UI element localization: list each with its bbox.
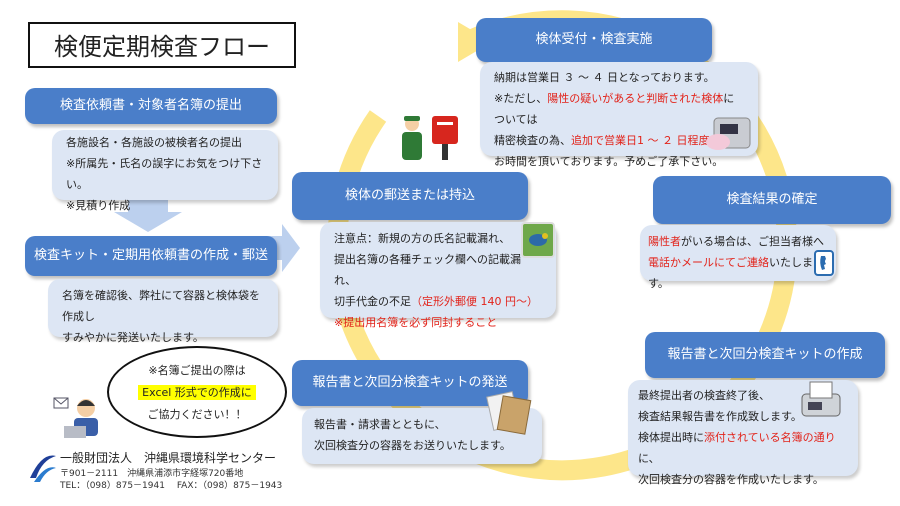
organization-name: 一般財団法人 沖縄県環境科学センター bbox=[60, 451, 277, 465]
step-request-header: 検査依頼書・対象者名簿の提出 bbox=[25, 88, 277, 124]
arrow-down-request bbox=[114, 198, 182, 232]
step-reception-line: お時間を頂いております。予めご了承下さい。 bbox=[494, 155, 724, 168]
office-worker-icon bbox=[53, 397, 98, 438]
step-mail-line3-b: （定形外郵便 140 円～） bbox=[411, 295, 538, 308]
step-reception-header: 検体受付・検査実施 bbox=[476, 18, 712, 62]
step-report-make-header: 報告書と次回分検査キットの作成 bbox=[645, 332, 885, 378]
organization-contact: TEL：（098）875－1941 FAX：（098）875－1943 bbox=[60, 481, 283, 491]
step-kit-header: 検査キット・定期用依頼書の作成・郵送 bbox=[25, 236, 277, 276]
step-mail-line: ※提出用名簿を必ず同封すること bbox=[334, 316, 498, 329]
step-confirm-line: 電話かメールにてご連絡いたします。 bbox=[648, 252, 828, 294]
bird-photo-icon bbox=[521, 222, 555, 258]
step-report-make-line3-b: 添付されている名簿の通り bbox=[704, 431, 836, 444]
step-reception-line: 精密検査の為、追加で営業日1 ～ ２ 日程度 bbox=[494, 130, 744, 151]
excel-note-bubble: ※名簿ご提出の際は Excel 形式での作成に ご協力ください！！ bbox=[107, 346, 287, 438]
step-mail-line: 提出名簿の各種チェック欄への記載漏れ、 bbox=[334, 253, 521, 287]
step-confirm-line2-a: 電話かメールにてご連絡 bbox=[648, 256, 769, 269]
step-request-line: ※所属先・氏名の誤字にお気をつけ下さい。 bbox=[66, 157, 263, 191]
organization-address: 〒901－2111 沖縄県浦添市字経塚720番地 bbox=[60, 469, 244, 479]
step-reception-line3-b: 追加で営業日1 ～ ２ 日程度 bbox=[571, 134, 710, 147]
bubble-line: Excel 形式での作成に bbox=[109, 384, 285, 400]
step-request-card: 各施設名・各施設の被検者名の提出 ※所属先・氏名の誤字にお気をつけ下さい。 ※見… bbox=[52, 130, 278, 212]
step-report-make-line: 検体提出時に添付されている名簿の通りに、 bbox=[638, 427, 848, 469]
fax-icon bbox=[801, 381, 841, 417]
step-reception-line: 納期は営業日 ３ ～ ４ 日となっております。 bbox=[494, 71, 715, 84]
bubble-line: ※名簿ご提出の際は bbox=[148, 364, 246, 377]
step-reception-line2-b: 陽性の疑いがあると判断された検体 bbox=[547, 92, 724, 105]
step-confirm-card: 陽性者がいる場合は、ご担当者様へ 電話かメールにてご連絡いたします。 bbox=[640, 225, 836, 290]
bubble-line: ご協力ください！！ bbox=[147, 408, 247, 421]
step-request-line: ※見積り作成 bbox=[66, 199, 131, 212]
cycle-arrowhead bbox=[458, 22, 492, 62]
step-reception-line: ※ただし、陽性の疑いがあると判断された検体については bbox=[494, 88, 744, 130]
step-report-send-line: 次回検査分の容器をお送りいたします。 bbox=[314, 439, 511, 452]
counting-machine-icon bbox=[706, 117, 751, 150]
envelope-icon bbox=[486, 391, 532, 435]
step-reception-line2-c: については bbox=[494, 92, 735, 126]
step-report-make-line3-a: 検体提出時に bbox=[638, 431, 704, 444]
step-report-make-line3-c: に、 bbox=[638, 452, 660, 465]
step-mail-line: 注意点：新規の方の氏名記載漏れ、 bbox=[334, 232, 511, 245]
step-confirm-line2-b: いたします。 bbox=[648, 256, 813, 290]
step-report-send-card: 報告書・請求書とともに、 次回検査分の容器をお送りいたします。 bbox=[302, 408, 542, 464]
step-mail-header: 検体の郵送または持込 bbox=[292, 172, 528, 220]
step-kit-line: 名簿を確認後、弊社にて容器と検体袋を作成し bbox=[62, 289, 260, 323]
step-kit-line: すみやかに発送いたします。 bbox=[62, 331, 204, 344]
step-kit-card: 名簿を確認後、弊社にて容器と検体袋を作成し すみやかに発送いたします。 bbox=[48, 279, 278, 344]
step-mail-card: 注意点：新規の方の氏名記載漏れ、 提出名簿の各種チェック欄への記載漏れ、 切手代… bbox=[320, 222, 556, 329]
page-title: 検便定期検査フロー bbox=[28, 22, 296, 68]
step-mail-line3-a: 切手代金の不足 bbox=[334, 295, 411, 308]
step-confirm-line1-a: 陽性者 bbox=[648, 235, 681, 248]
step-report-make-line: 次回検査分の容器を作成いたします。 bbox=[638, 473, 824, 486]
step-confirm-line: 陽性者がいる場合は、ご担当者様へ bbox=[648, 231, 828, 252]
step-report-send-line: 報告書・請求書とともに、 bbox=[314, 418, 446, 431]
step-report-make-line: 最終提出者の検査終了後、 bbox=[638, 389, 770, 402]
phone-icon bbox=[814, 250, 834, 276]
step-reception-line2-a: ※ただし、 bbox=[494, 92, 548, 105]
postman-mailbox-icon bbox=[402, 116, 458, 160]
step-request-line: 各施設名・各施設の被検者名の提出 bbox=[66, 136, 242, 149]
step-reception-line3-a: 精密検査の為、 bbox=[494, 134, 571, 147]
step-mail-line: 切手代金の不足（定形外郵便 140 円～） bbox=[334, 291, 542, 312]
step-confirm-header: 検査結果の確定 bbox=[653, 176, 891, 224]
organization-logo-icon bbox=[30, 455, 56, 482]
bubble-highlight: Excel 形式での作成に bbox=[138, 385, 256, 400]
step-report-make-line: 検査結果報告書を作成致します。 bbox=[638, 410, 802, 423]
step-confirm-line1-b: がいる場合は、ご担当者様へ bbox=[681, 235, 824, 248]
